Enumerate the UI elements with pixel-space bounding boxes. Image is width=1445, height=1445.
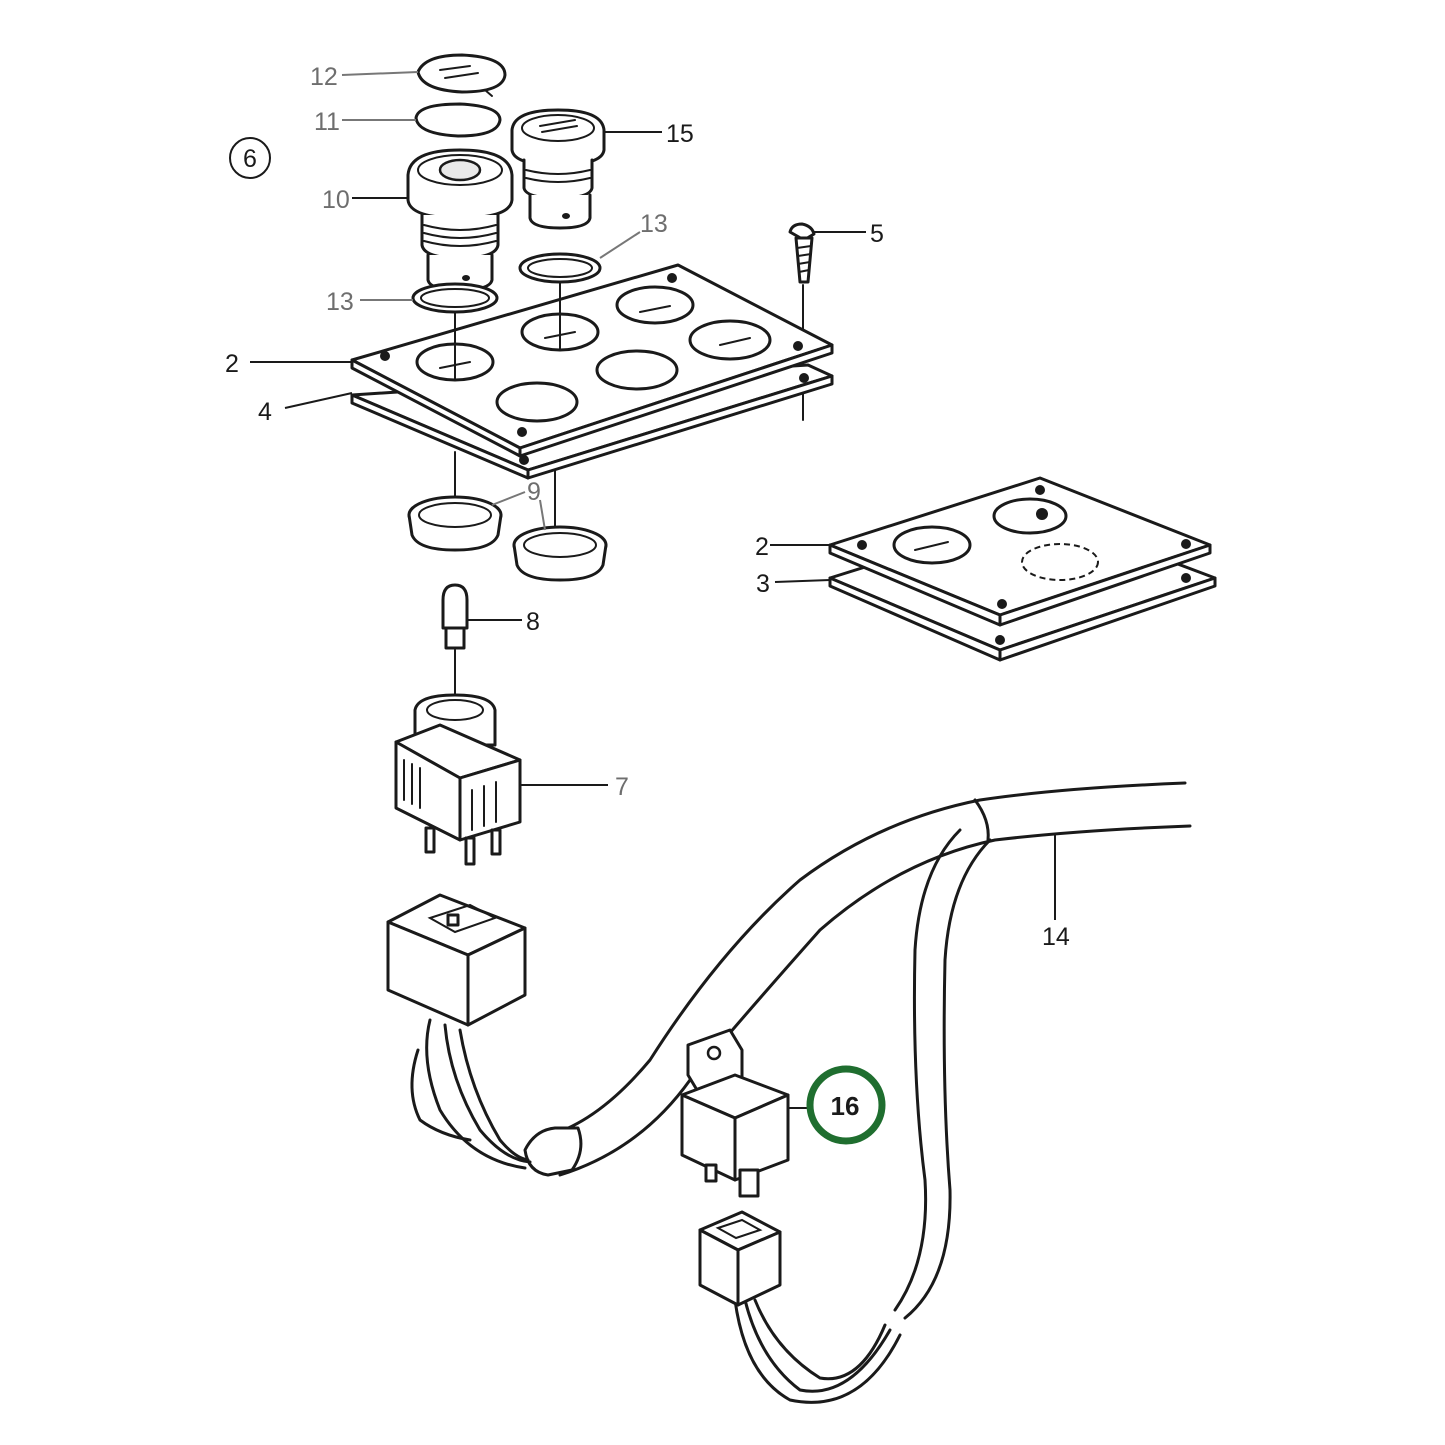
- leader-4: [284, 392, 353, 409]
- group-number: 6: [243, 145, 257, 173]
- label-12: 12: [310, 63, 338, 91]
- label-11: 11: [314, 108, 340, 136]
- part-11-seal-ring: [414, 102, 502, 138]
- label-14: 14: [1042, 923, 1070, 951]
- part-15-switch-insert: [510, 108, 606, 230]
- part-16-highlight-callout: 16: [806, 1065, 886, 1145]
- label-15: 15: [666, 120, 694, 148]
- label-16: 16: [831, 1091, 860, 1121]
- part-8-bulb: [441, 583, 469, 701]
- label-3: 3: [756, 570, 770, 598]
- leader-9: [491, 491, 546, 531]
- label-7: 7: [615, 773, 629, 801]
- part-connector-upper: [386, 893, 527, 1027]
- part-7-switch-body: [394, 693, 522, 866]
- part-2-small-panel: [828, 476, 1212, 627]
- part-2-switch-panel: [350, 263, 834, 458]
- label-8: 8: [526, 608, 540, 636]
- leader-13-right: [599, 231, 641, 259]
- part-13-o-ring-right: [518, 252, 602, 284]
- label-10: 10: [322, 186, 350, 214]
- label-5: 5: [870, 220, 884, 248]
- label-2-main: 2: [225, 350, 239, 378]
- part-13-o-ring-left: [411, 282, 499, 314]
- part-9-bezel-ring-right: [512, 525, 608, 582]
- leader-12: [341, 71, 419, 76]
- label-9: 9: [527, 478, 541, 506]
- leader-3: [774, 579, 831, 583]
- part-14-wiring-harness: [410, 781, 1192, 1404]
- label-4: 4: [258, 398, 272, 426]
- label-13-right: 13: [640, 210, 668, 238]
- label-13-left: 13: [326, 288, 354, 316]
- part-connector-lower: [698, 1210, 782, 1307]
- part-10-lamp-holder: [406, 148, 514, 292]
- part-12-lens-cap: [416, 53, 507, 97]
- part-16-relay: [680, 1028, 790, 1198]
- label-2-right: 2: [755, 533, 769, 561]
- part-5-screw: [788, 222, 816, 284]
- part-9-bezel-ring-left: [407, 495, 503, 552]
- group-number-badge: 6: [229, 137, 271, 179]
